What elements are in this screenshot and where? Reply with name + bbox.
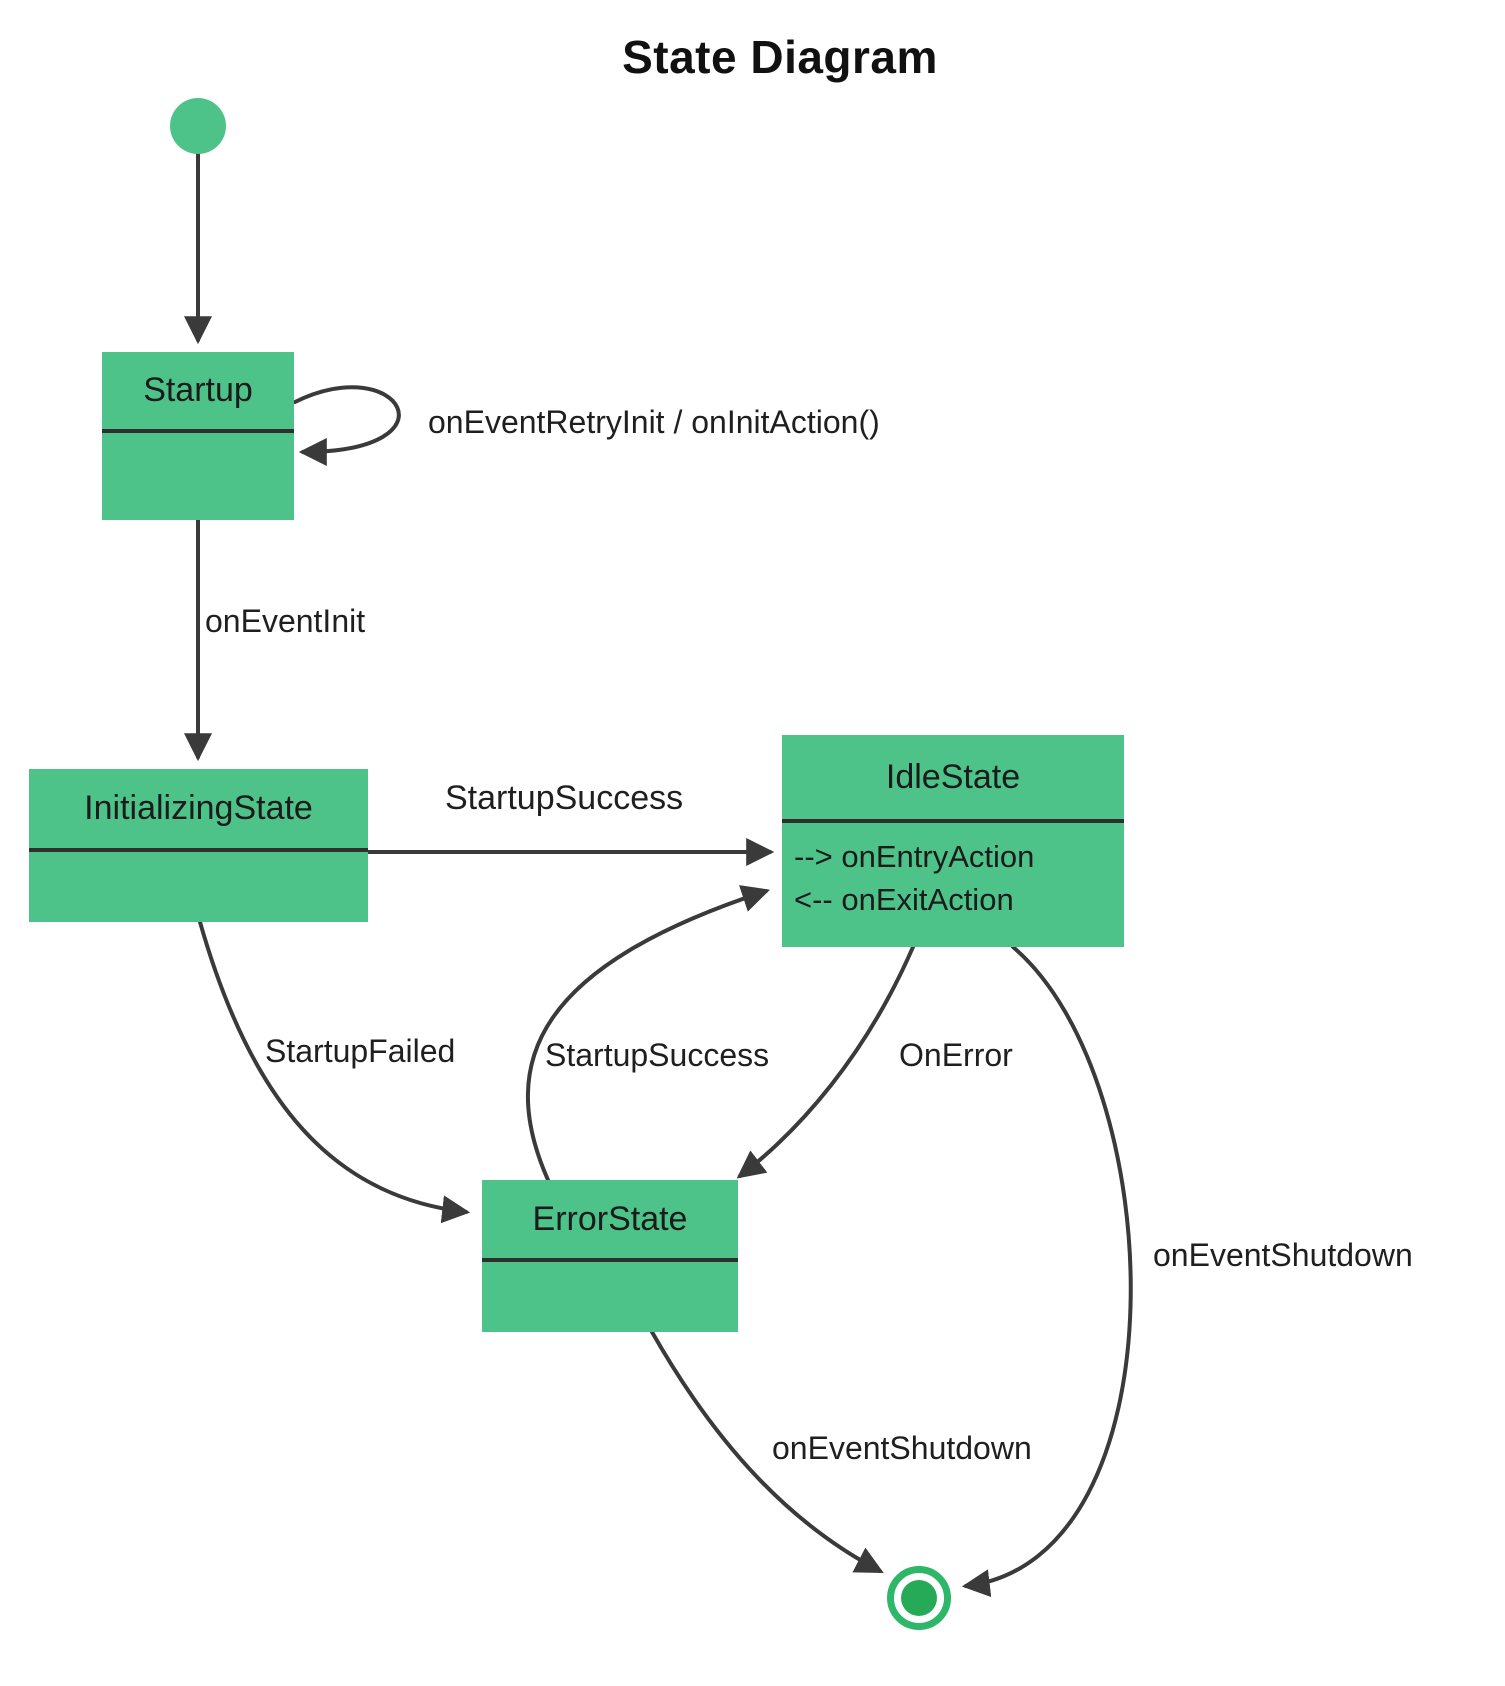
idle-exit-action-line: <-- onExitAction xyxy=(794,882,1014,917)
state-label-initializingstate: InitializingState xyxy=(29,769,368,852)
state-box-initializingstate: InitializingState xyxy=(29,769,368,922)
diagram-title: State Diagram xyxy=(622,31,938,83)
edge-label-shutdown-from-error: onEventShutdown xyxy=(772,1430,1032,1466)
state-box-errorstate: ErrorState xyxy=(482,1180,738,1332)
edge-label-on-event-init: onEventInit xyxy=(205,603,366,639)
edge-idle-to-final xyxy=(961,945,1133,1598)
edge-label-on-error: OnError xyxy=(899,1037,1013,1073)
edge-label-startup-failed: StartupFailed xyxy=(265,1033,456,1069)
edge-idle-to-error xyxy=(736,945,915,1179)
edge-label-shutdown-from-idle: onEventShutdown xyxy=(1153,1237,1413,1273)
edge-startup-self-loop xyxy=(293,385,401,466)
state-box-startup: Startup xyxy=(102,352,294,520)
state-label-startup: Startup xyxy=(102,352,294,433)
edge-error-to-idle xyxy=(526,885,770,1182)
edge-label-startup-success-recover: StartupSuccess xyxy=(545,1037,770,1073)
state-box-idlestate: IdleState --> onEntryAction <-- onExitAc… xyxy=(782,735,1124,947)
edge-error-to-final xyxy=(650,1330,884,1573)
final-state-dot xyxy=(901,1580,937,1616)
edge-label-retry-init: onEventRetryInit / onInitAction() xyxy=(428,404,880,440)
state-body-idlestate: --> onEntryAction <-- onExitAction xyxy=(782,823,1124,921)
state-label-idlestate: IdleState xyxy=(782,735,1124,823)
state-label-errorstate: ErrorState xyxy=(482,1180,738,1262)
final-state-node xyxy=(887,1566,951,1630)
initial-state-node xyxy=(170,98,226,154)
idle-entry-action-line: --> onEntryAction xyxy=(794,839,1035,874)
edge-initializing-to-error xyxy=(198,920,471,1224)
edge-label-startup-success-main: StartupSuccess xyxy=(445,779,684,817)
